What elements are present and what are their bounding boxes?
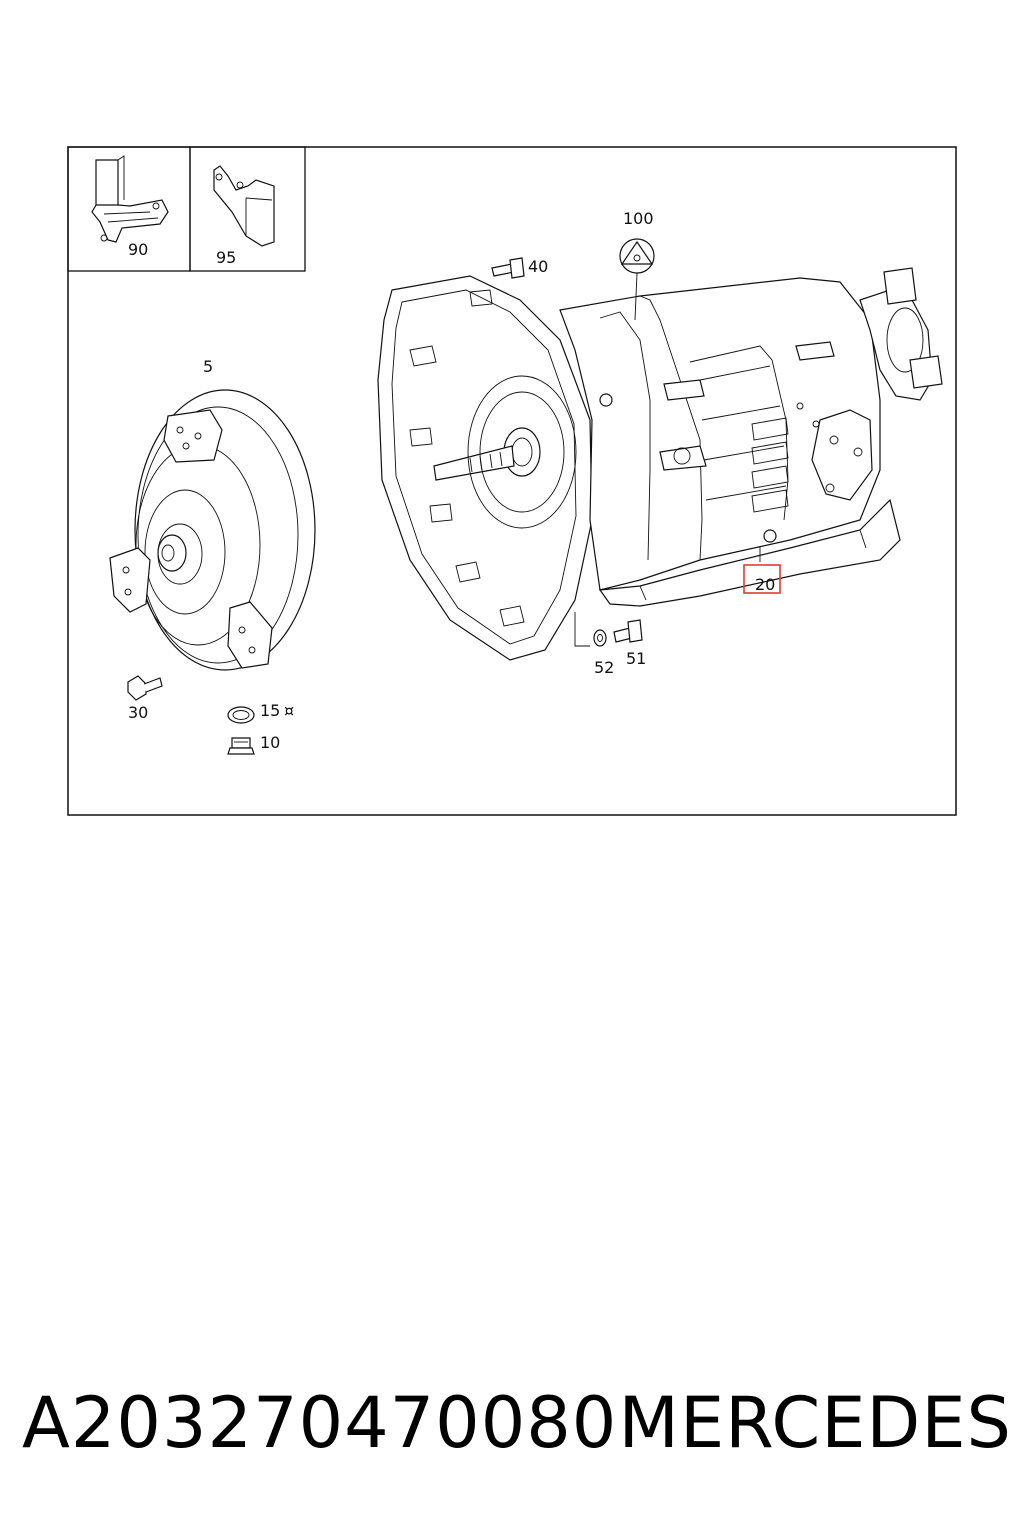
bracket-90-drawing (91, 155, 169, 243)
callout-10: 10 (260, 733, 280, 752)
brand-name: MERCEDES (618, 1382, 1012, 1464)
washer-52-drawing (593, 629, 607, 647)
label-100-drawing (619, 238, 655, 321)
callout-15: 15 (260, 701, 280, 720)
highlight-box-20 (743, 564, 781, 594)
diagram-frame (67, 146, 957, 816)
callout-52: 52 (594, 658, 614, 677)
transmission-drawing (377, 267, 943, 661)
plug-10-drawing (227, 737, 255, 755)
bolt-30-drawing (127, 675, 163, 701)
leader-lines (574, 546, 761, 647)
seal-ring-15-drawing (227, 706, 255, 724)
callout-95: 95 (216, 248, 236, 267)
callout-100: 100 (623, 209, 654, 228)
callout-51: 51 (626, 649, 646, 668)
callout-5: 5 (203, 357, 213, 376)
callout-labels: 5 10 15 ¤ 30 40 51 52 90 95 100 20 (128, 209, 775, 752)
part-number: A203270470080 (22, 1382, 618, 1464)
bolt-40-drawing (491, 257, 525, 279)
callout-15-mark: ¤ (284, 701, 294, 720)
bracket-95-drawing (213, 165, 275, 247)
callout-30: 30 (128, 703, 148, 722)
inset-boxes (67, 146, 306, 272)
callout-20: 20 (755, 575, 775, 594)
bolt-51-drawing (613, 619, 643, 643)
callout-90: 90 (128, 240, 148, 259)
callout-40: 40 (528, 257, 548, 276)
torque-converter-drawing (109, 389, 316, 671)
part-caption: A203270470080 MERCEDES (22, 1378, 1012, 1468)
